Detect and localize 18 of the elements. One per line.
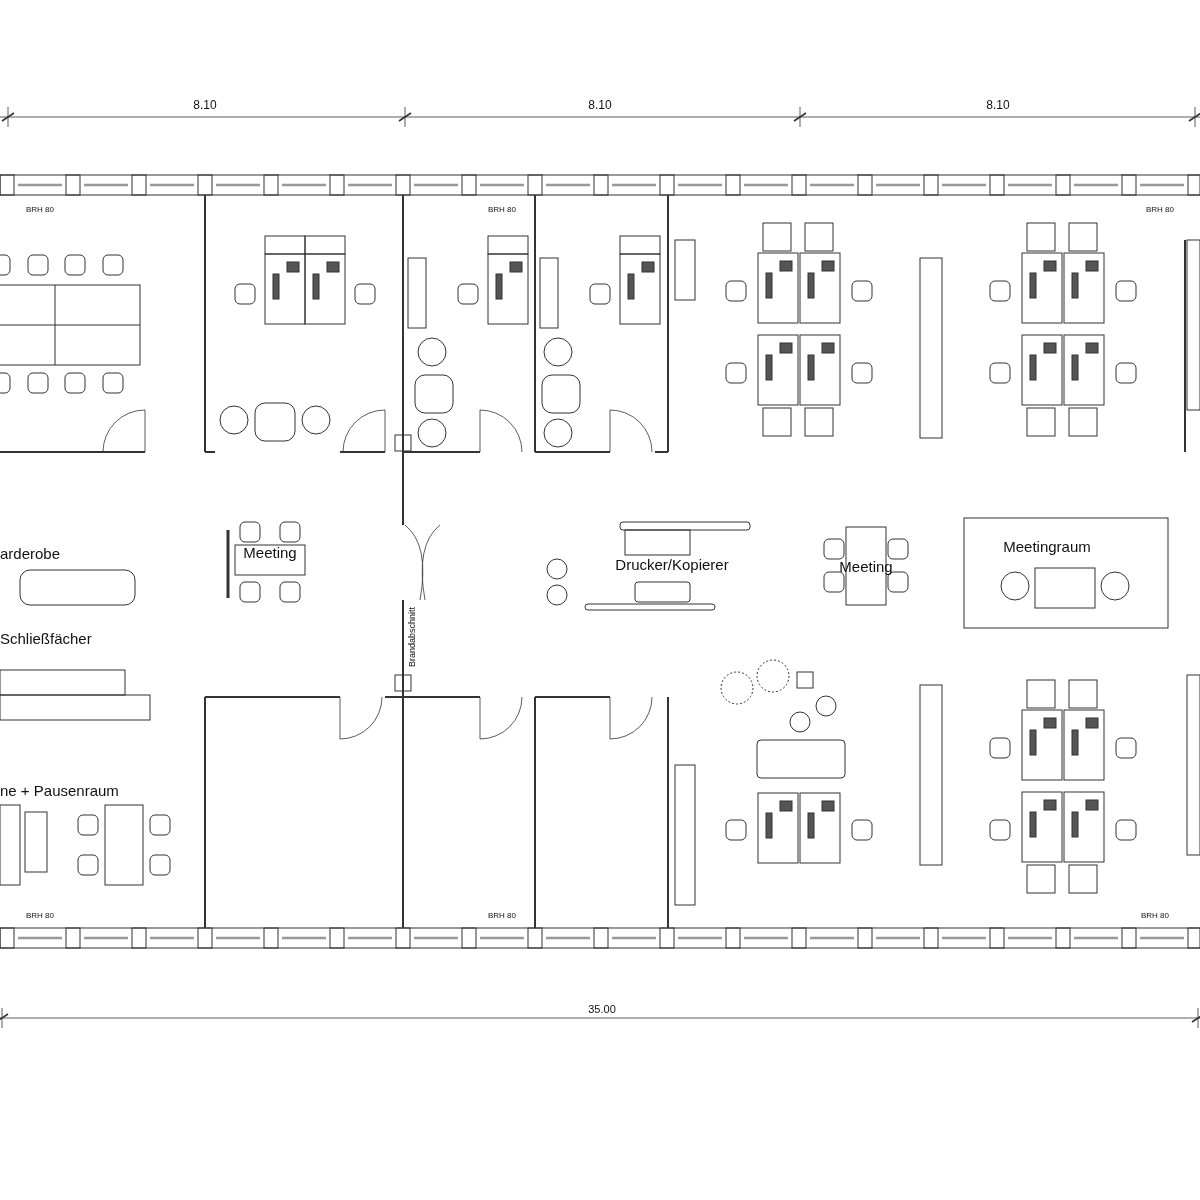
parapet-height-label: BRH 80	[1141, 912, 1169, 920]
room-label: Schließfächer	[0, 630, 92, 646]
room-label: Meeting	[243, 544, 297, 560]
parapet-height-label: BRH 80	[488, 206, 516, 214]
room-label: Drucker/Kopierer	[615, 556, 729, 572]
room-label: Brandabschnitt	[407, 607, 417, 667]
dimension-label: 8.10	[588, 99, 612, 111]
parapet-height-label: BRH 80	[488, 912, 516, 920]
parapet-height-label: BRH 80	[1146, 206, 1174, 214]
room-label: arderobe	[0, 545, 61, 561]
room-label: ne + Pausenraum	[0, 782, 119, 798]
dimension-label: 8.10	[986, 99, 1010, 111]
dimension-label: 8.10	[193, 99, 217, 111]
parapet-height-label: BRH 80	[26, 206, 54, 214]
dimension-label: 35.00	[588, 1003, 616, 1015]
room-label: Meetingraum	[1003, 538, 1091, 554]
parapet-height-label: BRH 80	[26, 912, 54, 920]
room-label: Meeting	[839, 558, 893, 574]
